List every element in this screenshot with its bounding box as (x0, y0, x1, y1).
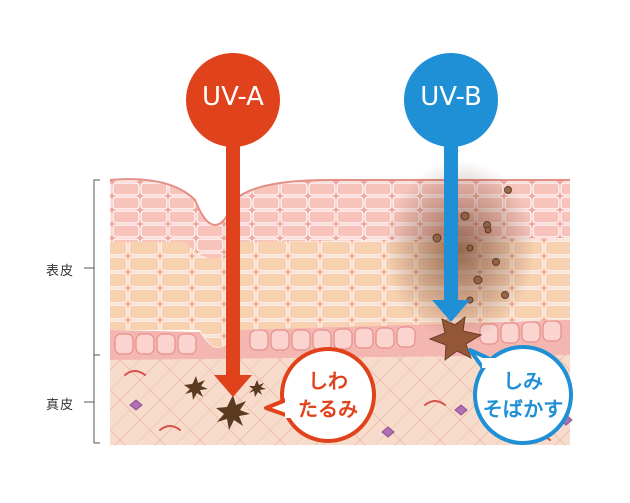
uvb-label: UV-B (420, 82, 482, 112)
pigmentation-area (385, 160, 535, 340)
uva-effect-line2: たるみ (298, 397, 358, 421)
layer-brackets (84, 179, 100, 444)
uvb-arrow-icon (404, 53, 498, 322)
epidermis-label: 表皮 (46, 264, 75, 279)
uva-bubble (264, 347, 376, 443)
damage-burst-icon (184, 376, 266, 430)
melanin-dots (432, 186, 512, 304)
stain-star-icon (428, 315, 483, 362)
uva-effect: しわ たるみ (283, 367, 373, 423)
uva-effect-line1: しわ (308, 369, 348, 393)
uvb-bubble (468, 345, 573, 445)
uva-arrow-icon (186, 53, 280, 397)
uvb-effect: しみ そばかす (478, 367, 568, 423)
uva-label: UV-A (202, 82, 264, 112)
uvb-effect-line1: しみ (503, 369, 543, 393)
dermis-label: 真皮 (46, 398, 75, 413)
uvb-effect-line2: そばかす (482, 397, 564, 421)
